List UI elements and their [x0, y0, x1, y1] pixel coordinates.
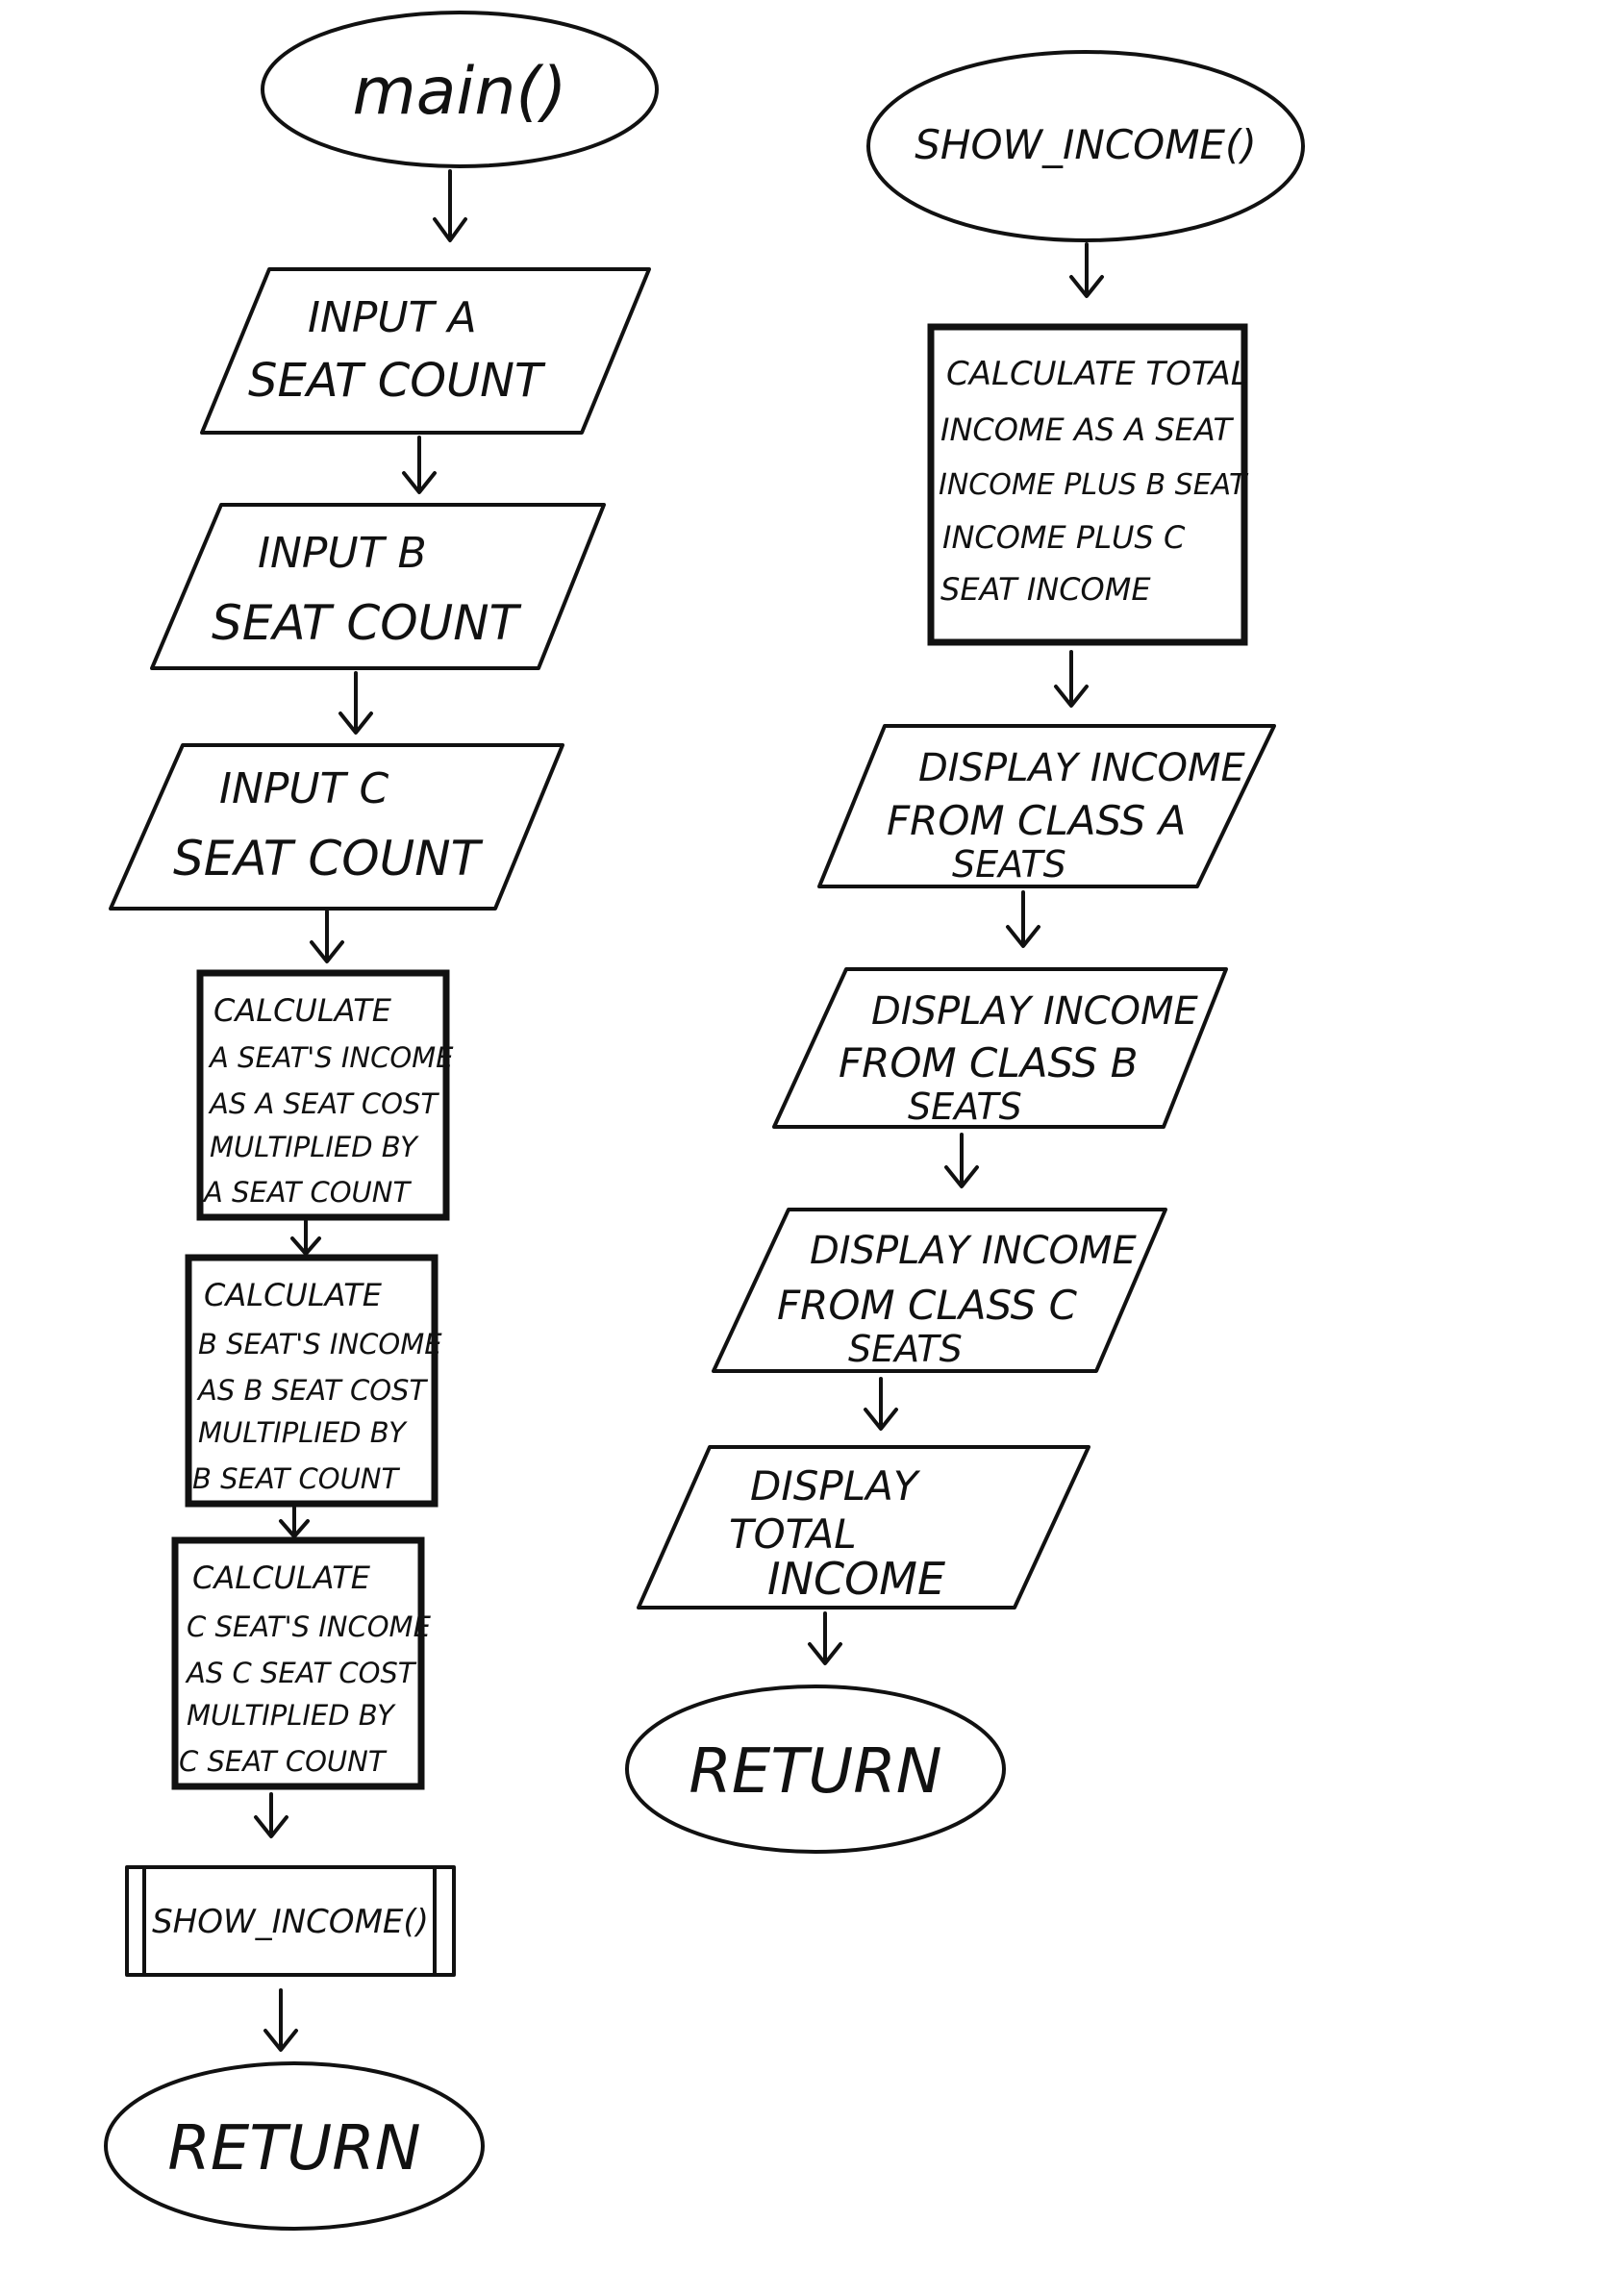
display-a-line-1: DISPLAY INCOME [918, 746, 1246, 790]
arrow-display-b-to-display-c [944, 1133, 979, 1188]
arrow-call-to-return [263, 1988, 298, 2052]
calc-total-line-3: INCOME PLUS B SEAT [939, 468, 1249, 502]
arrow-calc-total-to-display-a [1054, 650, 1089, 708]
show-income-start-terminal: SHOW_INCOME() [866, 50, 1305, 242]
main-return-label: RETURN [167, 2113, 420, 2184]
display-b-line-2: FROM CLASS B [839, 1039, 1138, 1086]
calc-a-line-2: A SEAT'S INCOME [208, 1041, 454, 1074]
arrow-input-c-to-calc-a [310, 910, 344, 963]
display-total-income-io: DISPLAY TOTAL INCOME [637, 1445, 1090, 1610]
show-income-return-label: RETURN [689, 1736, 941, 1808]
calc-b-line-5: B SEAT COUNT [192, 1462, 401, 1495]
calc-a-line-4: MULTIPLIED BY [210, 1131, 419, 1163]
calc-b-income-process: CALCULATE B SEAT'S INCOME AS B SEAT COST… [185, 1254, 442, 1508]
calc-a-line-3: AS A SEAT COST [208, 1087, 439, 1120]
display-c-line-3: SEATS [848, 1328, 963, 1370]
calc-total-line-4: INCOME PLUS C [942, 519, 1186, 556]
calc-c-line-2: C SEAT'S INCOME [187, 1610, 432, 1643]
calc-c-line-1: CALCULATE [192, 1560, 371, 1596]
arrow-input-b-to-input-c [338, 671, 373, 735]
calc-total-line-5: SEAT INCOME [940, 571, 1151, 608]
input-b-line-1: INPUT B [258, 529, 427, 578]
calc-total-line-1: CALCULATE TOTAL [946, 355, 1249, 393]
input-a-seat-count-io: INPUT A SEAT COUNT [200, 267, 651, 435]
display-a-line-2: FROM CLASS A [887, 797, 1186, 844]
arrow-display-a-to-display-b [1006, 890, 1040, 948]
arrow-input-a-to-input-b [402, 436, 437, 494]
input-b-line-2: SEAT COUNT [212, 595, 522, 651]
call-label: SHOW_INCOME() [152, 1903, 429, 1941]
display-class-c-io: DISPLAY INCOME FROM CLASS C SEATS [712, 1208, 1167, 1373]
input-c-line-1: INPUT C [219, 764, 388, 813]
calc-c-line-4: MULTIPLIED BY [187, 1699, 396, 1732]
display-c-line-1: DISPLAY INCOME [810, 1229, 1138, 1273]
display-total-line-1: DISPLAY [750, 1462, 921, 1510]
arrow-main-to-input-a [433, 169, 467, 242]
calc-total-line-2: INCOME AS A SEAT [940, 412, 1234, 448]
input-b-seat-count-io: INPUT B SEAT COUNT [150, 503, 606, 670]
calc-a-line-1: CALCULATE [213, 992, 392, 1029]
arrow-calc-a-to-calc-b [290, 1219, 321, 1256]
display-c-line-2: FROM CLASS C [777, 1282, 1078, 1329]
calc-a-line-5: A SEAT COUNT [202, 1176, 412, 1209]
display-total-line-3: INCOME [767, 1553, 945, 1605]
arrow-calc-b-to-calc-c [279, 1506, 310, 1538]
display-class-a-io: DISPLAY INCOME FROM CLASS A SEATS [817, 724, 1276, 888]
display-a-line-3: SEATS [952, 843, 1066, 886]
calc-b-line-1: CALCULATE [204, 1277, 383, 1313]
calc-a-income-process: CALCULATE A SEAT'S INCOME AS A SEAT COST… [196, 969, 454, 1221]
calc-c-income-process: CALCULATE C SEAT'S INCOME AS C SEAT COST… [171, 1536, 432, 1790]
display-class-b-io: DISPLAY INCOME FROM CLASS B SEATS [772, 967, 1228, 1129]
main-start-label: main() [353, 54, 567, 130]
display-total-line-2: TOTAL [729, 1510, 857, 1558]
display-b-line-1: DISPLAY INCOME [871, 989, 1199, 1034]
input-a-line-1: INPUT A [308, 293, 477, 342]
calc-b-line-4: MULTIPLIED BY [198, 1416, 408, 1449]
arrow-calc-c-to-call [254, 1792, 288, 1838]
show-income-return-terminal: RETURN [625, 1685, 1006, 1854]
arrow-display-total-to-return [808, 1611, 842, 1665]
input-c-seat-count-io: INPUT C SEAT COUNT [109, 743, 564, 911]
display-b-line-3: SEATS [908, 1086, 1022, 1128]
main-start-terminal: main() [261, 11, 659, 168]
calc-b-line-2: B SEAT'S INCOME [198, 1328, 442, 1360]
main-return-terminal: RETURN [104, 2061, 485, 2231]
input-c-line-2: SEAT COUNT [173, 831, 484, 886]
calc-c-line-3: AS C SEAT COST [185, 1657, 417, 1689]
arrow-show-income-to-calc-total [1069, 242, 1104, 298]
input-a-line-2: SEAT COUNT [248, 354, 546, 408]
arrow-display-c-to-display-total [864, 1377, 898, 1431]
calc-total-income-process: CALCULATE TOTAL INCOME AS A SEAT INCOME … [927, 323, 1249, 646]
calc-c-line-5: C SEAT COUNT [179, 1745, 388, 1778]
calc-b-line-3: AS B SEAT COST [196, 1374, 428, 1407]
show-income-subroutine-call: SHOW_INCOME() [125, 1865, 456, 1977]
show-income-start-label: SHOW_INCOME() [915, 121, 1257, 168]
